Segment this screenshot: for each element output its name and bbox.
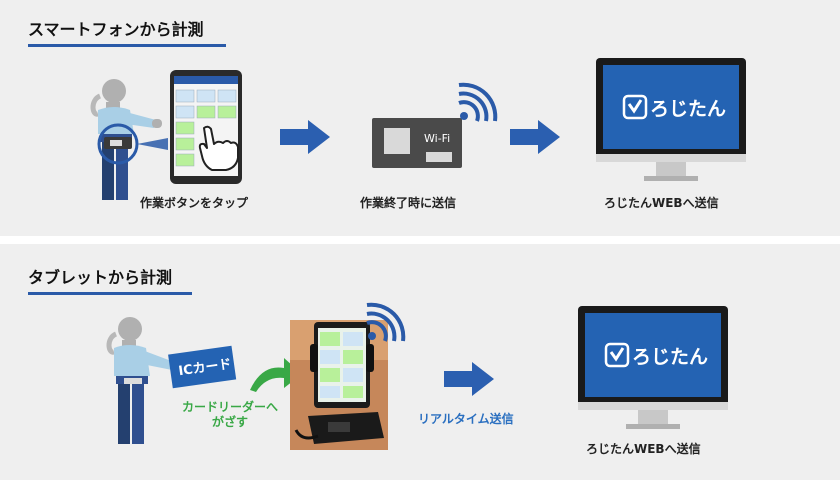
worker-leg-right [116,142,128,200]
wifi-signal-icon [458,82,498,122]
title-underline [28,44,226,47]
monitor-screen [603,65,739,149]
worker-leg-right [132,384,144,444]
flow-arrow [444,362,494,396]
wifi-signal-icon [366,302,406,342]
worker-shirt [114,345,150,376]
monitor: ろじたん [596,58,746,181]
flow-arrow [280,120,330,154]
tap-hand-icon [198,125,239,171]
worker-leg-left [118,384,130,444]
belt-device [124,378,142,384]
logo-text: ろじたん [650,98,726,120]
worker-arm [126,112,156,128]
section-title: スマートフォンから計測 [28,20,204,39]
logo-icon [622,94,648,120]
reader-caption-line1: カードリーダーへ [181,400,278,414]
flow-arrow [510,120,560,154]
worker-arm [142,350,174,370]
logo-text: ろじたん [632,346,708,368]
step3-caption: ろじたんWEBへ送信 [586,442,701,456]
router-label: Wi-Fi [424,132,450,145]
reader-caption: カードリーダーへ がざす [172,400,288,430]
section-title: タブレットから計測 [28,268,173,287]
monitor-screen [585,313,721,397]
ic-card-label: ICカード [178,357,233,379]
worker-figure [106,317,174,444]
reader-caption-line2: がざす [211,415,248,429]
tablet-section: タブレットから計測 ICカード カードリーダーへ がざす [0,244,840,480]
step1-caption: 作業ボタンをタップ [140,196,249,210]
step3-caption: ろじたんWEBへ送信 [604,196,719,210]
green-arrow [250,358,302,392]
logo-icon [604,342,630,368]
step2-caption: 作業終了時に送信 [360,196,457,210]
title-underline [28,292,192,295]
realtime-caption: リアルタイム送信 [418,412,514,426]
wifi-router: Wi-Fi [372,118,462,168]
ic-card: ICカード [168,345,237,389]
monitor: ろじたん [578,306,728,429]
worker-head [118,317,142,341]
smartphone-section: スマートフォンから計測 [0,0,840,236]
belt-device-zoom [97,123,168,165]
tablet-photo [290,320,388,450]
worker-head [102,79,126,103]
